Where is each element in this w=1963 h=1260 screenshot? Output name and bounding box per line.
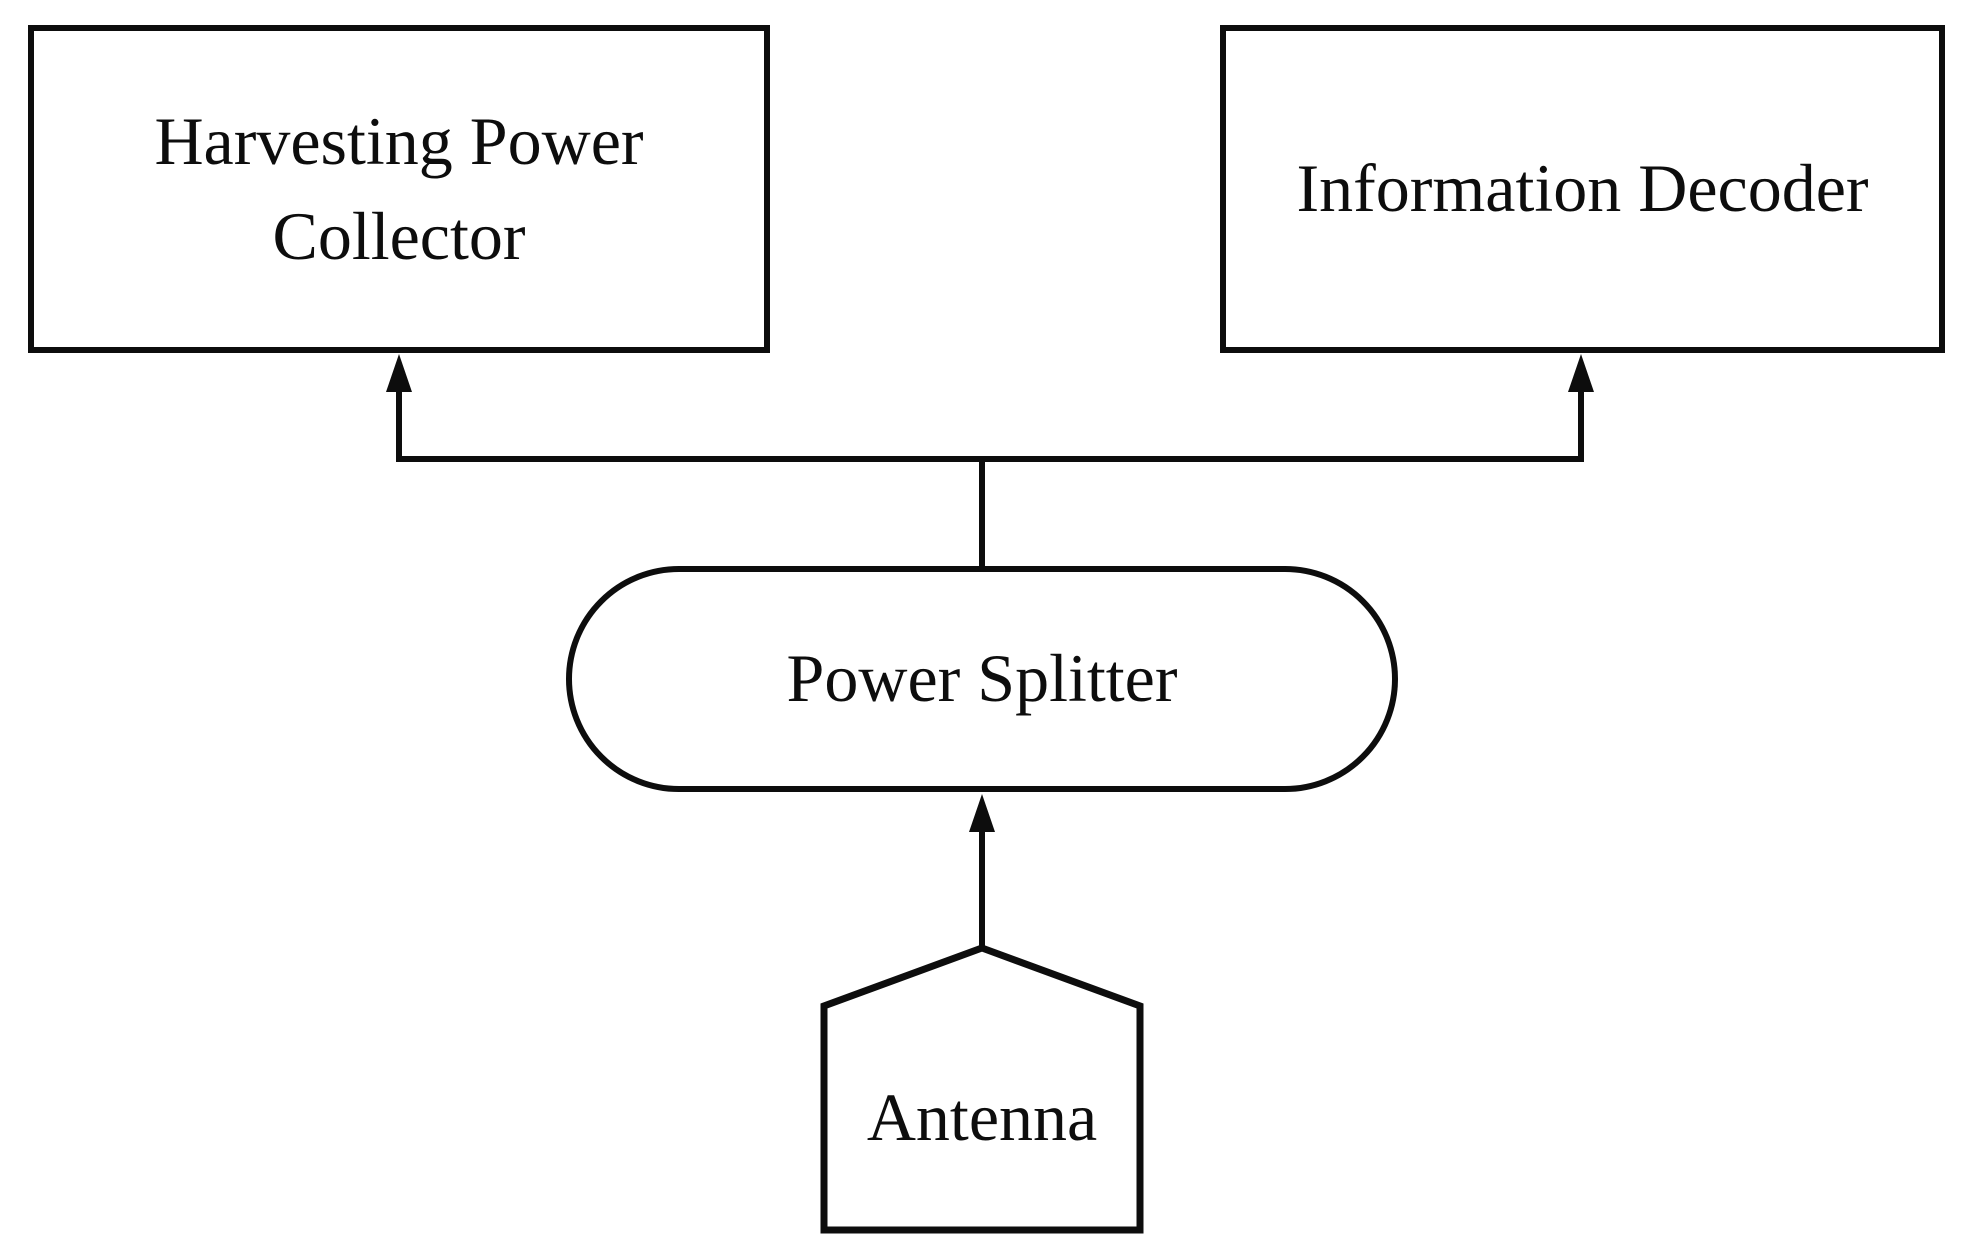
node-information-decoder: Information Decoder xyxy=(1220,25,1945,353)
antenna-label: Antenna xyxy=(866,1079,1098,1156)
node-harvesting-power-collector: Harvesting Power Collector xyxy=(28,25,770,353)
arrowhead-to-splitter xyxy=(969,794,995,832)
arrowhead-to-decoder xyxy=(1568,354,1594,392)
node-power-splitter: Power Splitter xyxy=(566,566,1398,792)
edge-splitter-to-collector-and-decoder xyxy=(396,388,1584,462)
node-antenna: Antenna xyxy=(824,1006,1140,1230)
information-decoder-label: Information Decoder xyxy=(1296,150,1869,227)
power-splitter-label: Power Splitter xyxy=(786,640,1178,717)
arrowhead-to-collector xyxy=(386,354,412,392)
antenna-shape xyxy=(820,944,1144,1234)
harvesting-power-collector-label: Harvesting Power Collector xyxy=(154,102,644,274)
